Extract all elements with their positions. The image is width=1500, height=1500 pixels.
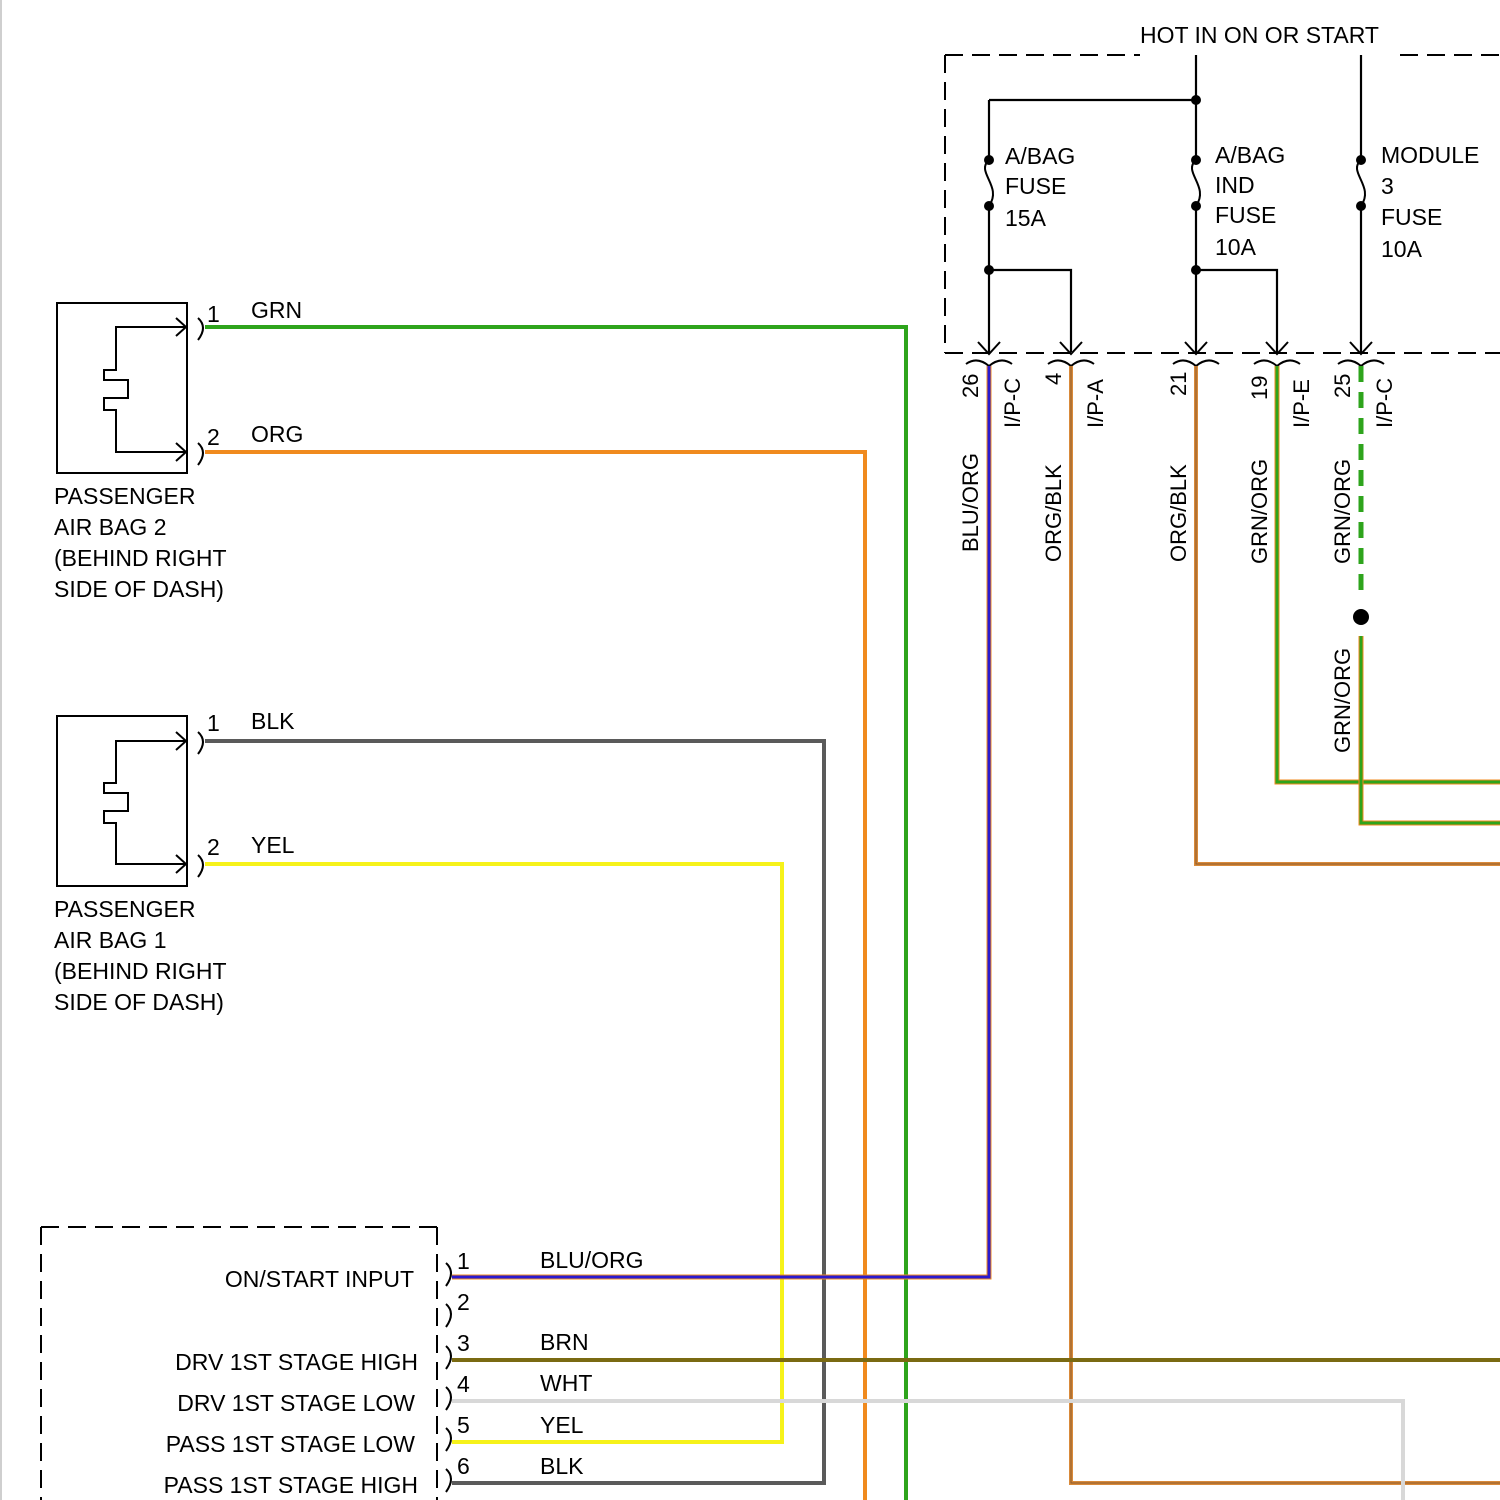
passenger-airbag-1: 1 BLK 2 YEL PASSENGER AIR BAG 1 (BEHIND … — [54, 708, 295, 1015]
module-label-pass-high: PASS 1ST STAGE HIGH — [164, 1472, 418, 1498]
module-label-pass-low: PASS 1ST STAGE LOW — [166, 1431, 416, 1457]
airbag1-pin2: 2 — [207, 834, 220, 860]
airbag1-wire1: BLK — [251, 708, 295, 734]
module-label-drv-low: DRV 1ST STAGE LOW — [177, 1390, 415, 1416]
wire-org — [205, 452, 865, 1500]
wire-grn-org-c — [1361, 636, 1500, 823]
fuse-module-icon — [1352, 155, 1370, 211]
airbag2-caption: PASSENGER AIR BAG 2 (BEHIND RIGHT SIDE O… — [54, 483, 232, 602]
wire-label-grn-org-c: GRN/ORG — [1330, 648, 1355, 753]
airbag1-caption: PASSENGER AIR BAG 1 (BEHIND RIGHT SIDE O… — [54, 896, 232, 1015]
pin-4: 4 — [1041, 373, 1066, 385]
passenger-airbag-2: 1 GRN 2 ORG PASSENGER AIR BAG 2 (BEHIND … — [54, 297, 303, 602]
fuse-label-abag-ind: A/BAG IND FUSE 10A — [1215, 142, 1292, 260]
pin-21: 21 — [1166, 372, 1191, 396]
wire-blu-org — [452, 366, 989, 1277]
wire-label-org-blk-b: ORG/BLK — [1166, 464, 1191, 562]
wire-label-grn-org-a: GRN/ORG — [1247, 459, 1272, 564]
module-pin-connector-icons — [446, 1263, 451, 1492]
module-pin-1: 1 — [457, 1248, 470, 1274]
conn-ip-a: I/P-A — [1083, 379, 1108, 428]
module-wire-5: YEL — [540, 1412, 584, 1438]
module-pin-5: 5 — [457, 1412, 470, 1438]
wire-label-org-blk-a: ORG/BLK — [1041, 464, 1066, 562]
wire-label-grn-org-b: GRN/ORG — [1330, 459, 1355, 564]
airbag1-wire2: YEL — [251, 832, 295, 858]
wire-grn — [205, 327, 906, 1500]
airbag2-pin2: 2 — [207, 424, 220, 450]
wire-org-blk-b — [1196, 366, 1500, 864]
module-label-drv-high: DRV 1ST STAGE HIGH — [175, 1349, 418, 1375]
module-pin-4: 4 — [457, 1371, 470, 1397]
module-wire-1: BLU/ORG — [540, 1247, 644, 1273]
module-pin-2: 2 — [457, 1289, 470, 1315]
pin-19: 19 — [1247, 376, 1272, 400]
pin-26: 26 — [958, 374, 983, 398]
fuse-label-abag: A/BAG FUSE 15A — [1005, 143, 1082, 231]
conn-ip-c-26: I/P-C — [1000, 378, 1025, 428]
splice-dot — [1353, 609, 1369, 625]
airbag1-pin1: 1 — [207, 710, 220, 736]
wire-label-blu-org: BLU/ORG — [958, 453, 983, 552]
airbag2-wire1: GRN — [251, 297, 302, 323]
module-pin-6: 6 — [457, 1453, 470, 1479]
wire-wht — [452, 1401, 1403, 1500]
fuse-abag-ind-icon — [1187, 155, 1205, 211]
module-wire-3: BRN — [540, 1329, 589, 1355]
squib-icon — [104, 318, 203, 465]
airbag2-wire2: ORG — [251, 421, 303, 447]
fuse-label-module: MODULE 3 FUSE 10A — [1381, 142, 1486, 262]
fuse-abag-icon — [980, 155, 998, 211]
module-label-on-start: ON/START INPUT — [225, 1266, 414, 1292]
conn-ip-e: I/P-E — [1289, 379, 1314, 428]
module-wire-6: BLK — [540, 1453, 584, 1479]
module-wire-4: WHT — [540, 1370, 592, 1396]
airbag2-pin1: 1 — [207, 301, 220, 327]
hot-in-label: HOT IN ON OR START — [1140, 22, 1379, 48]
module-pin-3: 3 — [457, 1330, 470, 1356]
pin-25: 25 — [1330, 374, 1355, 398]
wires — [205, 327, 1500, 1500]
squib-icon — [104, 732, 203, 877]
fuse-box: HOT IN ON OR START A/BAG FUSE 15A — [945, 22, 1500, 753]
airbag-module: ON/START INPUT DRV 1ST STAGE HIGH DRV 1S… — [41, 1227, 644, 1500]
conn-ip-c-25: I/P-C — [1372, 378, 1397, 428]
wire-org-blk-a — [1071, 366, 1500, 1483]
wire-blu-org-stripe — [452, 366, 989, 1277]
